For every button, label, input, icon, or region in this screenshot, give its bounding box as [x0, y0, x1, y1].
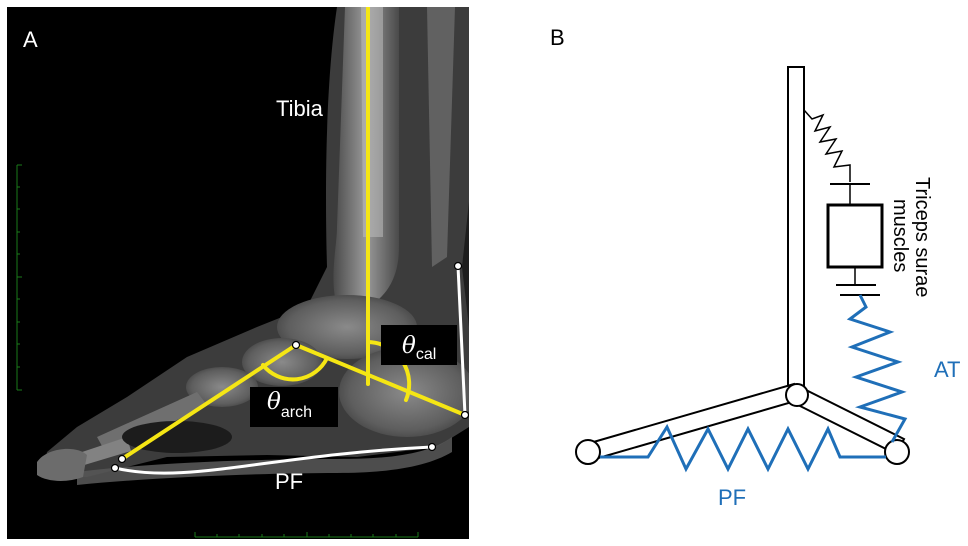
muscle-damper-box	[828, 205, 882, 267]
panel-a-mri: θcal θarch A Tibia AT PF	[7, 7, 469, 539]
toe-joint	[576, 440, 600, 464]
bottom-ruler	[195, 532, 418, 537]
panel-b-model: B Triceps surae	[520, 7, 961, 539]
muscle-spring	[804, 110, 850, 182]
tibia-label: Tibia	[276, 96, 324, 121]
triceps-surae-label: Triceps surae muscles	[889, 177, 933, 303]
pf-label-a: PF	[275, 469, 303, 494]
heel-joint	[885, 440, 909, 464]
tibia-segment	[788, 67, 804, 389]
panel-b-canvas: B Triceps surae	[520, 7, 961, 539]
left-ruler	[17, 165, 22, 390]
panel-a-canvas: θcal θarch A Tibia AT PF	[7, 7, 469, 539]
forefoot-segment	[590, 384, 799, 459]
panel-a-letter: A	[23, 27, 38, 52]
at-label-b: AT	[934, 357, 960, 382]
panel-b-letter: B	[550, 25, 565, 50]
ankle-joint	[786, 384, 808, 406]
mri-anatomy	[37, 7, 469, 539]
pf-label-b: PF	[718, 485, 746, 510]
